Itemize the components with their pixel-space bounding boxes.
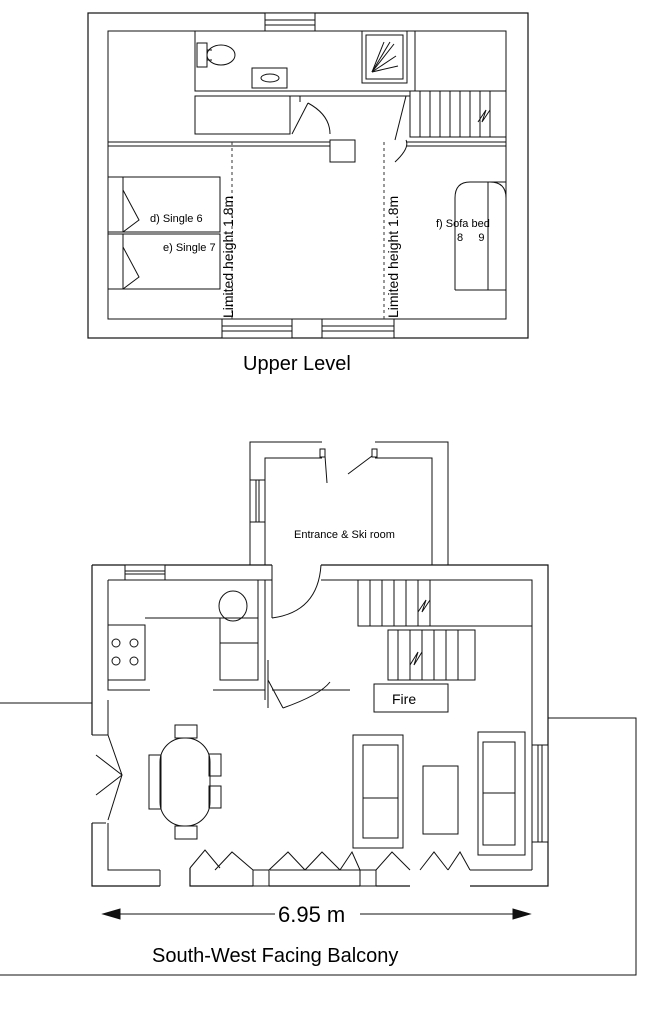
entrance-window [249,479,266,523]
dining-table [148,724,222,840]
bedroom-door [394,95,408,163]
width-dimension-line [101,908,532,920]
label-limited-height-left: Limited height 1.8m [220,196,236,318]
lower-outer-wall [91,564,549,887]
label-entrance: Entrance & Ski room [294,529,395,541]
upper-inner-wall [107,30,507,320]
sink-icon [251,67,288,89]
sofa-right [477,731,526,856]
single-bed-7 [107,233,221,290]
upper-corridor-left [194,95,291,135]
label-single-6: d) Single 6 [150,213,203,225]
fireplace [373,683,449,713]
balcony-title: South-West Facing Balcony [152,945,398,967]
single-bed-6 [107,176,221,233]
label-sofa-bed-numbers: 8 9 [457,232,485,244]
toilet-icon [196,42,236,68]
sofa-bed-icon [454,181,507,291]
upper-level-plan: d) Single 6 e) Single 7 Limited height 1… [87,12,529,339]
label-fire: Fire [392,691,416,707]
lower-stairs [357,579,533,681]
lower-level-plan: Entrance & Ski room [0,441,637,976]
lounge-door [264,660,331,709]
upper-top-window [264,12,316,32]
kitchen-window [124,564,166,581]
kitchen-units [108,580,259,681]
left-french-door [92,734,123,821]
washer-icon [218,590,248,622]
kitchen-door [271,564,322,619]
corridor-door [291,102,331,135]
label-limited-height-right: Limited height 1.8m [385,196,401,318]
upper-bottom-window-right [321,318,395,339]
lower-inner-wall [92,579,533,871]
shower-icon [361,30,408,84]
upper-bathroom [194,30,416,92]
coffee-table [422,765,459,835]
entrance-door [324,455,373,484]
balcony-folding-doors [159,849,471,887]
upper-bottom-window-left [221,318,293,339]
entrance-walls [249,441,449,565]
upper-stairs [409,90,507,138]
sofa-left [352,734,404,849]
label-sofa-bed: f) Sofa bed [436,218,490,230]
balcony-outline [0,702,637,976]
right-window [531,744,549,843]
upper-level-title: Upper Level [243,353,351,375]
label-width-dimension: 6.95 m [278,902,345,927]
hob-icon [111,638,121,648]
label-single-7: e) Single 7 [163,242,216,254]
